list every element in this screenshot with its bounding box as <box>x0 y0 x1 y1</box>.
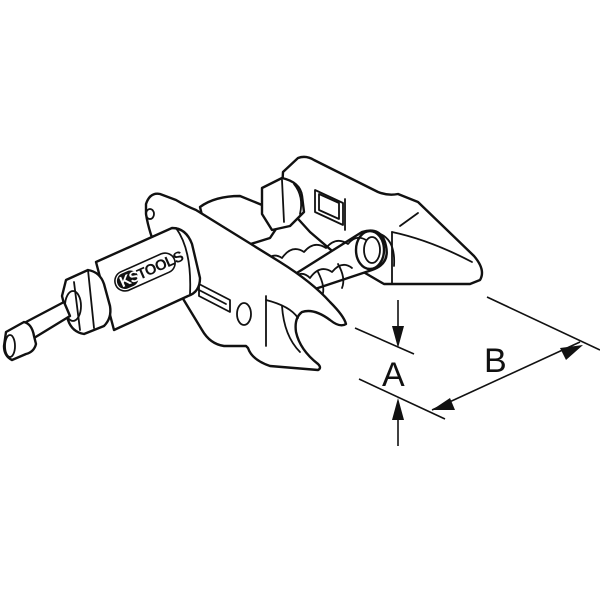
pressure-bolt <box>2 300 72 362</box>
hex-nut <box>60 268 112 336</box>
dimension-b-label: B <box>484 342 507 380</box>
dimension-b: B <box>431 296 600 411</box>
dimension-a: A <box>354 300 446 446</box>
spring-and-bolt <box>261 229 396 305</box>
dimension-a-label: A <box>382 356 405 394</box>
logo-ks-text: KS <box>117 267 142 291</box>
main-fork-arm <box>144 192 348 372</box>
